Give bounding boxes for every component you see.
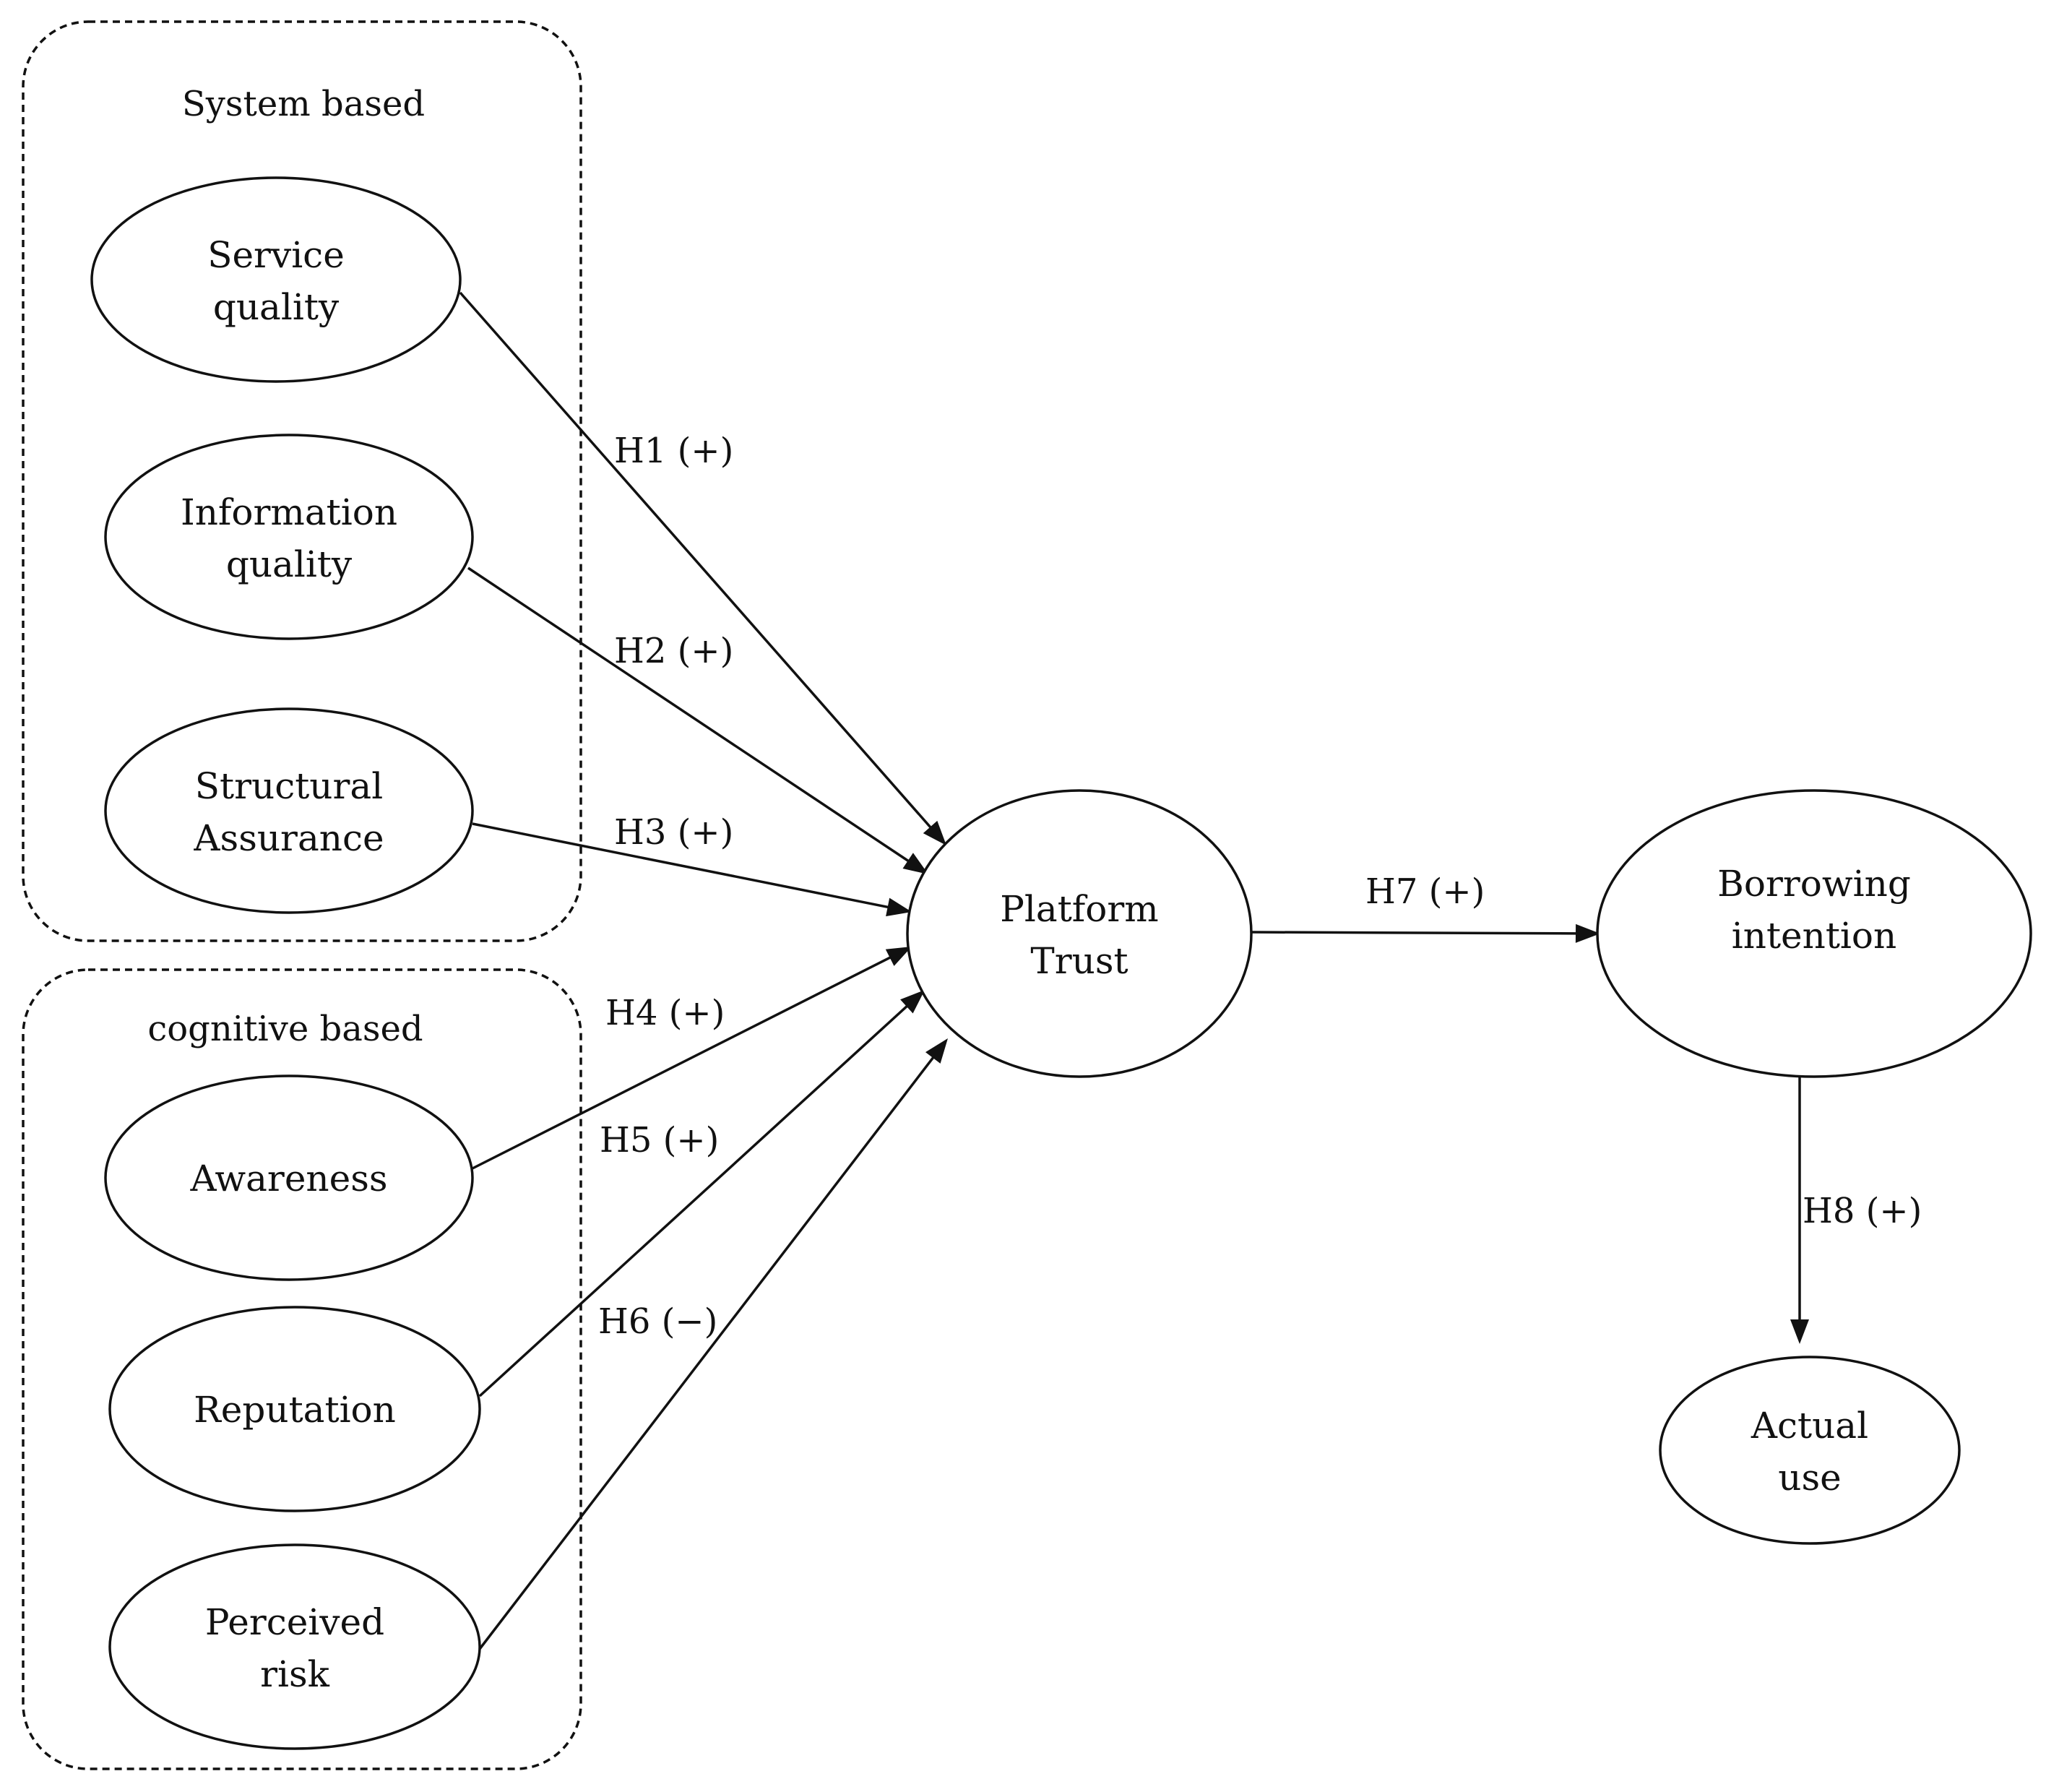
edges: H1 (+) H2 (+) H3 (+) H4 (+) H5 (+) H6 (−… [459, 291, 1922, 1650]
edge-h5-label: H5 (+) [600, 1120, 719, 1160]
node-borrowing-intention: Borrowing intention [1596, 789, 2032, 1078]
node-reputation: Reputation [108, 1306, 481, 1512]
edge-h7-label: H7 (+) [1365, 871, 1485, 912]
edge-h2-arrowhead [902, 853, 928, 874]
node-information-quality: Information quality [104, 434, 474, 640]
edge-h1-label: H1 (+) [614, 431, 733, 471]
edge-h7: H7 (+) [1251, 871, 1600, 943]
node-platform-trust-line-1: Platform [1000, 888, 1158, 930]
node-perceived-risk: Perceived risk [108, 1543, 481, 1750]
edge-h3-line [472, 822, 889, 909]
node-service-quality-line-1: Service [207, 234, 345, 276]
group-cognitive-based: cognitive based [22, 968, 582, 1770]
node-borrowing-intention-ellipse [1596, 789, 2032, 1078]
edge-h4-label: H4 (+) [605, 993, 725, 1033]
edge-h8: H8 (+) [1790, 1069, 1922, 1344]
group-cognitive-based-box [22, 968, 582, 1770]
node-actual-use-line-1: Actual [1751, 1405, 1868, 1447]
node-perceived-risk-line-2: risk [260, 1653, 330, 1695]
group-cognitive-based-label: cognitive based [147, 1009, 423, 1049]
edge-h5-line [478, 1004, 909, 1397]
edge-h7-arrowhead [1575, 923, 1600, 943]
node-awareness-line-1: Awareness [189, 1158, 387, 1199]
node-awareness: Awareness [104, 1074, 474, 1281]
node-information-quality-line-1: Information [181, 491, 397, 533]
node-reputation-line-1: Reputation [194, 1389, 396, 1431]
node-perceived-risk-line-1: Perceived [205, 1601, 384, 1643]
edge-h7-line [1251, 931, 1578, 935]
node-structural-assurance-line-1: Structural [195, 765, 383, 807]
edge-h6-label: H6 (−) [598, 1301, 717, 1342]
edge-h6: H6 (−) [478, 1038, 948, 1650]
node-service-quality: Service quality [90, 176, 462, 383]
node-platform-trust-line-2: Trust [1030, 940, 1128, 982]
edge-h1-line [459, 291, 933, 830]
edge-h4-arrowhead [885, 947, 912, 966]
node-actual-use-line-2: use [1778, 1457, 1841, 1499]
edge-h2-line [467, 567, 910, 863]
group-system-based: System based [22, 20, 582, 942]
node-borrowing-intention-line-2: intention [1732, 915, 1896, 957]
edge-h2-label: H2 (+) [614, 631, 733, 671]
edge-h8-label: H8 (+) [1803, 1191, 1922, 1231]
node-platform-trust-ellipse [906, 789, 1253, 1078]
node-information-quality-ellipse [104, 434, 474, 640]
edge-h3: H3 (+) [472, 812, 912, 917]
edge-h4: H4 (+) [472, 947, 912, 1170]
node-perceived-risk-ellipse [108, 1543, 481, 1750]
node-structural-assurance-line-2: Assurance [193, 817, 384, 859]
edge-h1: H1 (+) [459, 291, 946, 845]
node-borrowing-intention-line-1: Borrowing [1717, 863, 1911, 905]
node-structural-assurance: Structural Assurance [104, 707, 474, 914]
edge-h6-arrowhead [925, 1038, 948, 1064]
group-system-based-box [22, 20, 582, 942]
node-information-quality-line-2: quality [226, 543, 353, 585]
edge-h5: H5 (+) [478, 990, 925, 1397]
node-service-quality-ellipse [90, 176, 462, 383]
edge-h3-arrowhead [886, 897, 912, 917]
node-structural-assurance-ellipse [104, 707, 474, 914]
group-system-based-label: System based [182, 84, 425, 124]
edge-h5-arrowhead [900, 990, 925, 1014]
node-actual-use: Actual use [1659, 1356, 1961, 1545]
edge-h3-label: H3 (+) [614, 812, 733, 853]
node-reputation-ellipse [108, 1306, 481, 1512]
node-awareness-ellipse [104, 1074, 474, 1281]
edge-h1-arrowhead [923, 820, 946, 845]
node-service-quality-line-2: quality [213, 286, 340, 328]
edge-h8-arrowhead [1790, 1319, 1809, 1344]
node-platform-trust: Platform Trust [906, 789, 1253, 1078]
node-actual-use-ellipse [1659, 1356, 1961, 1545]
edge-h6-line [478, 1056, 935, 1650]
edge-h2: H2 (+) [467, 567, 928, 874]
edge-h4-line [472, 955, 892, 1170]
